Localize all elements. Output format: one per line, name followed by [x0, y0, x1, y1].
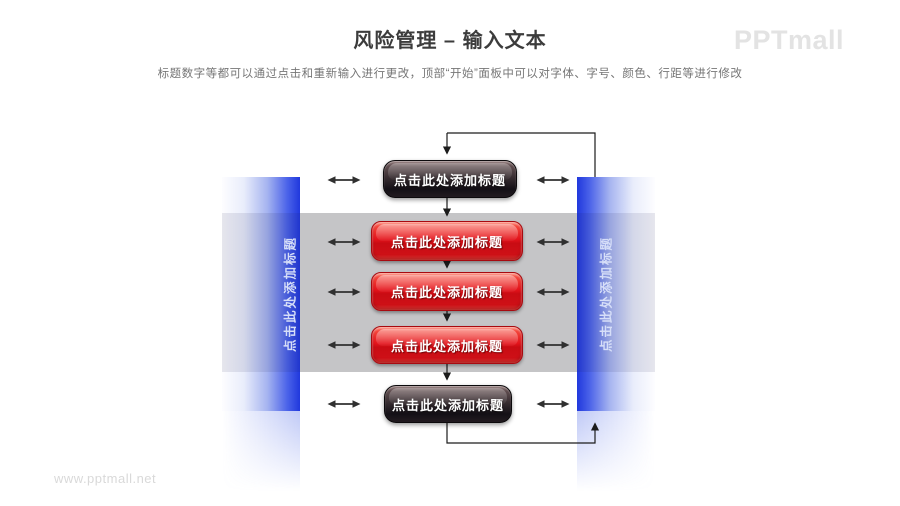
double-arrow-icon	[327, 341, 361, 349]
double-arrow-icon	[327, 176, 361, 184]
bottom-title-node[interactable]: 点击此处添加标题	[384, 385, 512, 423]
pptmall-logo: PPTmall	[733, 25, 844, 55]
middle-title-node-3[interactable]: 点击此处添加标题	[371, 326, 523, 364]
double-arrow-icon	[536, 288, 570, 296]
right-bar-label: 点击此处添加标题	[599, 235, 614, 353]
left-bar-reflection	[222, 411, 300, 491]
right-bar-reflection	[577, 411, 655, 491]
double-arrow-icon	[327, 400, 361, 408]
middle-title-node-1[interactable]: 点击此处添加标题	[371, 221, 523, 261]
footer-url: www.pptmall.net	[54, 471, 157, 486]
left-bar-shade	[222, 213, 300, 372]
double-arrow-icon	[327, 288, 361, 296]
up-arrow-icon	[446, 422, 600, 444]
page-subtitle: 标题数字等都可以通过点击和重新输入进行更改，顶部“开始”面板中可以对字体、字号、…	[157, 68, 743, 80]
left-blue-bar[interactable]: 点击此处添加标题	[222, 177, 300, 411]
feedback-loop-bottom-line	[446, 422, 600, 444]
double-arrow-icon	[327, 238, 361, 246]
double-arrow-icon	[536, 176, 570, 184]
page-title: 风险管理 – 输入文本	[353, 30, 547, 52]
top-title-node[interactable]: 点击此处添加标题	[383, 160, 517, 198]
middle-title-node-2[interactable]: 点击此处添加标题	[371, 272, 523, 311]
double-arrow-icon	[536, 400, 570, 408]
right-bar-shade	[577, 213, 655, 372]
double-arrow-icon	[536, 238, 570, 246]
right-blue-bar[interactable]: 点击此处添加标题	[577, 177, 655, 411]
left-bar-label: 点击此处添加标题	[283, 235, 298, 353]
double-arrow-icon	[536, 341, 570, 349]
